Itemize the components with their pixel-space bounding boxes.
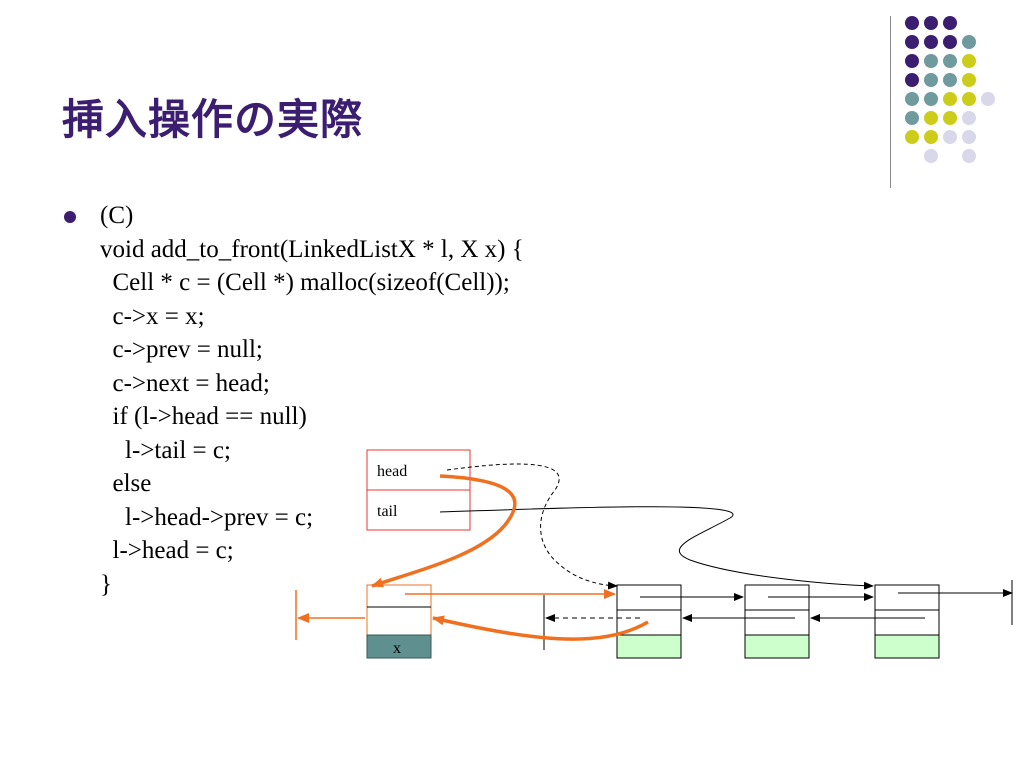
- code-line: l->head->prev = c;: [100, 503, 314, 531]
- code-line: c->x = x;: [100, 302, 205, 330]
- decorative-dot: [943, 54, 957, 68]
- decorative-dot: [943, 92, 957, 106]
- decorative-dot: [924, 54, 938, 68]
- code-line: Cell * c = (Cell *) malloc(sizeof(Cell))…: [100, 269, 510, 296]
- decorative-dot: [962, 92, 976, 106]
- decorative-dot: [924, 35, 938, 49]
- decorative-dot: [962, 111, 976, 125]
- decorative-dot: [924, 16, 938, 30]
- code-line: l->tail = c;: [100, 436, 231, 464]
- decorative-dot: [943, 35, 957, 49]
- decorative-dot: [943, 130, 957, 144]
- list-header-box: head tail: [366, 449, 471, 531]
- decorative-dot: [905, 92, 919, 106]
- decorative-dot: [962, 149, 976, 163]
- new-cell: x: [366, 584, 432, 659]
- new-cell-value-box: [366, 634, 432, 659]
- decorative-dot-grid: [905, 16, 995, 163]
- decorative-dot: [924, 73, 938, 87]
- tail-pointer: [439, 506, 874, 590]
- head-label: head: [377, 463, 407, 480]
- list-cell: [616, 584, 682, 659]
- slide-title: 挿入操作の実際: [62, 95, 364, 144]
- decorative-dot: [905, 54, 919, 68]
- code-block: (C) void add_to_front(LinkedListX * l, X…: [100, 199, 524, 601]
- decorative-dot: [943, 111, 957, 125]
- decorative-dot: [924, 130, 938, 144]
- decorative-dot: [924, 149, 938, 163]
- decorative-dot: [962, 73, 976, 87]
- code-line: c->next = head;: [100, 369, 270, 397]
- code-line: c->prev = null;: [100, 336, 263, 363]
- decorative-dot: [905, 73, 919, 87]
- decorative-dot: [905, 35, 919, 49]
- code-line: if (l->head == null): [100, 403, 307, 430]
- code-line: else: [100, 470, 152, 497]
- decorative-dot: [905, 130, 919, 144]
- decorative-dot: [924, 92, 938, 106]
- new-cell-value: x: [393, 640, 401, 657]
- new-head-pointer: [371, 474, 517, 588]
- old-head-prev-pointer: [432, 615, 649, 641]
- code-line: }: [100, 570, 112, 598]
- decorative-dot: [943, 73, 957, 87]
- bullet-point: [64, 211, 76, 223]
- old-head-pointer-dashed: [446, 463, 618, 590]
- list-cell: [744, 584, 810, 659]
- tail-label: tail: [377, 503, 398, 520]
- decorative-dot: [905, 16, 919, 30]
- code-line: l->head = c;: [100, 537, 234, 564]
- decorative-dot: [943, 16, 957, 30]
- decorative-dot: [962, 54, 976, 68]
- decorative-dot: [924, 111, 938, 125]
- decorative-dot: [962, 130, 976, 144]
- decorative-dot: [905, 111, 919, 125]
- decorative-dot: [981, 92, 995, 106]
- code-line: void add_to_front(LinkedListX * l, X x) …: [100, 235, 524, 263]
- decorative-divider-line: [890, 16, 891, 188]
- decorative-dot: [962, 35, 976, 49]
- code-line: (C): [100, 202, 134, 229]
- list-cell: [874, 584, 940, 659]
